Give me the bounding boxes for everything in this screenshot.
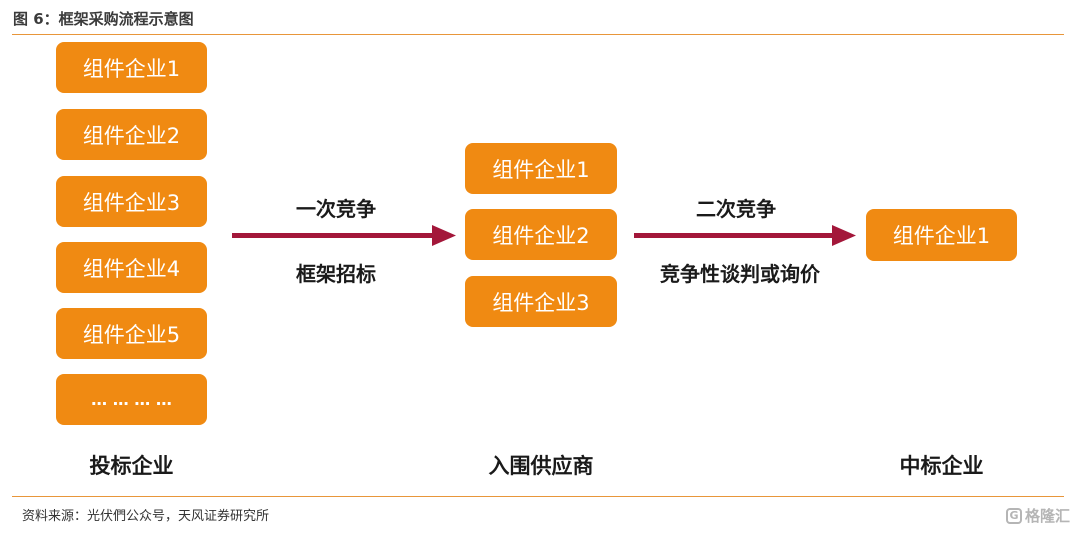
shortlist-column-label: 入围供应商 (488, 454, 594, 478)
shortlist-box-1: 组件企业1 (465, 143, 617, 194)
bidder-box-ellipsis: … … … … (56, 374, 207, 425)
watermark-logo-icon: G (1005, 507, 1022, 524)
bidder-column-label: 投标企业 (89, 454, 174, 478)
bidder-box-1: 组件企业1 (56, 42, 207, 93)
figure-title: 图 6：框架采购流程示意图 (13, 10, 194, 28)
arrow-2-bottom-label: 竞争性谈判或询价 (660, 262, 820, 286)
arrow-2 (634, 223, 856, 247)
watermark: G 格隆汇 (1005, 505, 1070, 526)
arrow-1-top-label: 一次竞争 (296, 197, 376, 221)
shortlist-box-3: 组件企业3 (465, 276, 617, 327)
bottom-divider (12, 496, 1064, 497)
arrow-2-top-label: 二次竞争 (696, 197, 776, 221)
top-divider (12, 34, 1064, 35)
bidder-box-2: 组件企业2 (56, 109, 207, 160)
shortlist-box-2: 组件企业2 (465, 209, 617, 260)
arrow-2-shape (634, 225, 856, 246)
bidder-box-3: 组件企业3 (56, 176, 207, 227)
winner-box-1: 组件企业1 (866, 209, 1017, 261)
source-note: 资料来源：光伏們公众号，天风证券研究所 (22, 509, 270, 524)
bidder-box-4: 组件企业4 (56, 242, 207, 293)
arrow-1 (232, 223, 456, 247)
winner-column-label: 中标企业 (899, 454, 984, 478)
arrow-1-bottom-label: 框架招标 (296, 262, 376, 286)
arrow-1-shape (232, 225, 456, 246)
watermark-text: 格隆汇 (1024, 507, 1070, 525)
bidder-box-5: 组件企业5 (56, 308, 207, 359)
